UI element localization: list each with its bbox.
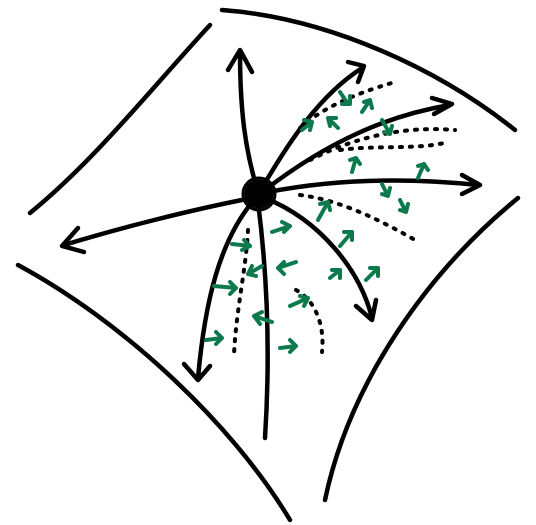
- dotted-curve-3: [340, 142, 448, 150]
- green-arrow: [340, 232, 352, 246]
- green-arrow: [366, 268, 378, 280]
- green-arrow: [330, 270, 340, 278]
- green-arrow: [418, 164, 428, 178]
- boundary-top-curve: [222, 10, 515, 130]
- green-arrow: [214, 282, 236, 294]
- green-arrow: [328, 118, 338, 128]
- green-arrow: [272, 222, 290, 232]
- ray-left: [64, 198, 252, 245]
- green-arrow: [400, 200, 408, 212]
- surface-boundary: [18, 10, 518, 520]
- boundary-bottom-left-curve: [18, 265, 290, 520]
- boundary-right-curve: [325, 198, 518, 500]
- green-arrow: [206, 332, 222, 344]
- green-arrow: [318, 202, 330, 220]
- green-arrow: [350, 158, 360, 172]
- green-arrow: [362, 100, 372, 112]
- boundary-top-left-curve: [30, 25, 210, 213]
- green-arrow: [382, 184, 390, 196]
- ray-right-2: [268, 180, 478, 192]
- radial-rays: [62, 50, 480, 438]
- green-arrow: [232, 240, 250, 250]
- green-arrow: [290, 296, 308, 306]
- green-arrow: [280, 340, 296, 352]
- green-arrow: [340, 92, 350, 104]
- green-arrow: [248, 266, 262, 276]
- center-point: [246, 181, 272, 207]
- ray-up: [240, 52, 258, 192]
- green-arrow: [278, 262, 296, 274]
